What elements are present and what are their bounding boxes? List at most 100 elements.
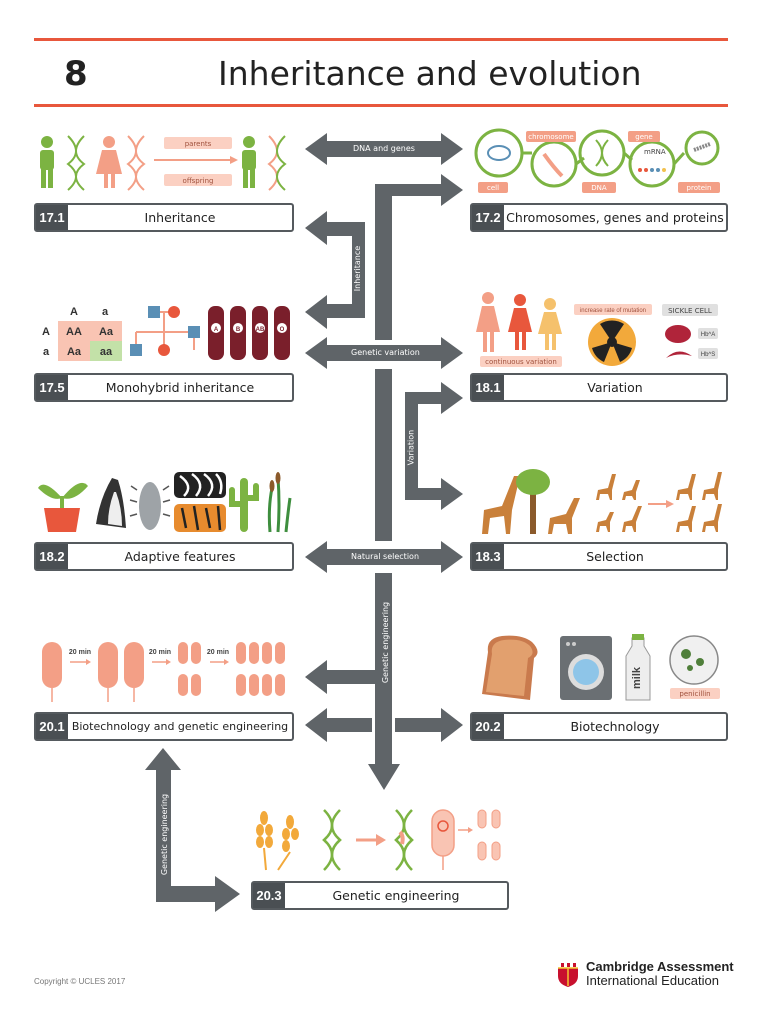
- bacterium-icon: [42, 642, 62, 688]
- bacteria-growth-illustration: 20 min 20 min 20 min: [42, 642, 285, 702]
- cambridge-shield-icon: [558, 962, 578, 987]
- woodlouse-icon: [139, 482, 161, 530]
- inheritance-illustration: parents offspring: [40, 135, 287, 191]
- label-variation: Variation: [406, 429, 416, 466]
- topic-17-1[interactable]: 17.1 Inheritance: [34, 203, 294, 232]
- mutation-label: increase rate of mutation: [580, 308, 646, 314]
- milk-label: milk: [631, 666, 643, 689]
- arrow-trunk-down: [368, 573, 400, 790]
- arrow-variation: [405, 382, 463, 510]
- blood-tube-label: AB: [256, 327, 265, 333]
- cambridge-logo: Cambridge Assessment International Educa…: [556, 960, 734, 988]
- continuous-variation-label: continuous variation: [485, 358, 557, 366]
- arrow-20-1-20-3: [145, 748, 240, 912]
- biotechnology-illustration: milk penicillin: [482, 634, 720, 701]
- wheat-icon: [256, 811, 299, 852]
- modified-bacterium-icon: [431, 809, 455, 857]
- header-rule: [34, 104, 728, 107]
- gene-label: gene: [635, 133, 653, 141]
- topic-label: Inheritance: [144, 210, 216, 225]
- punnett-aa: aa: [100, 346, 113, 358]
- topic-label: Genetic engineering: [332, 888, 460, 903]
- topic-18-2[interactable]: 18.2 Adaptive features: [34, 542, 294, 571]
- punnett-col-A: A: [70, 306, 78, 318]
- topic-number: 18.2: [36, 544, 68, 569]
- topic-20-3[interactable]: 20.3 Genetic engineering: [251, 881, 509, 910]
- topic-17-5[interactable]: 17.5 Monohybrid inheritance: [34, 373, 294, 402]
- label-genetic-engineering-main: Genetic engineering: [381, 601, 391, 684]
- tiger-pattern-icon: [174, 504, 226, 532]
- hbs-label: Hb^S: [701, 352, 716, 358]
- topic-20-2[interactable]: 20.2 Biotechnology: [470, 712, 728, 741]
- label-natural-selection: Natural selection: [351, 552, 420, 561]
- arrow-natural-selection: [305, 541, 463, 573]
- hba-label: Hb^A: [701, 332, 716, 338]
- org-name-line2: International Education: [586, 973, 719, 988]
- label-dna-genes: DNA and genes: [353, 144, 415, 153]
- punnett-col-a: a: [102, 306, 109, 318]
- topic-number: 20.3: [253, 883, 285, 908]
- topic-label: Selection: [586, 549, 644, 564]
- punnett-row-a: a: [43, 346, 50, 358]
- topic-18-3[interactable]: 18.3 Selection: [470, 542, 728, 571]
- arrow-to-20-2: [395, 708, 463, 742]
- label-inheritance: Inheritance: [353, 245, 363, 292]
- time-label-1: 20 min: [69, 649, 91, 656]
- plant-pot-icon: [44, 508, 80, 532]
- topic-20-1[interactable]: 20.1 Biotechnology and genetic engineeri…: [34, 712, 294, 741]
- chromosomes-illustration: chromosome gene mRNA cell DNA protein: [474, 128, 720, 193]
- top-rule: [34, 38, 728, 41]
- punnett-Aa-1: Aa: [99, 326, 114, 338]
- topic-label: Biotechnology and genetic engineering: [71, 720, 289, 733]
- time-label-3: 20 min: [207, 649, 229, 656]
- topic-label: Variation: [587, 380, 643, 395]
- label-genetic-variation: Genetic variation: [351, 348, 420, 357]
- protein-label: protein: [687, 184, 712, 192]
- sickle-cell-label: SICKLE CELL: [668, 307, 712, 315]
- topic-label: Adaptive features: [124, 549, 236, 564]
- topic-number: 20.2: [472, 714, 504, 739]
- topic-18-1[interactable]: 18.1 Variation: [470, 373, 728, 402]
- giraffe-group-after: [676, 472, 722, 532]
- sickle-cell-icon: [666, 351, 692, 358]
- topic-number: 20.1: [36, 714, 68, 739]
- offspring-label: offspring: [183, 177, 214, 185]
- chapter-title: Inheritance and evolution: [218, 54, 642, 93]
- tree-trunk-icon: [530, 492, 536, 534]
- cell-label: cell: [487, 184, 499, 192]
- arrow-dna-genes: [305, 133, 463, 165]
- chapter-number: 8: [64, 54, 88, 94]
- topic-number: 18.1: [472, 375, 504, 400]
- punnett-Aa-2: Aa: [67, 346, 82, 358]
- parents-label: parents: [185, 140, 212, 148]
- blood-tube-label: O: [280, 327, 285, 333]
- giraffe-short-icon: [548, 498, 580, 534]
- giraffe-group-before: [596, 474, 642, 532]
- topic-label: Chromosomes, genes and proteins: [506, 210, 724, 225]
- trunk-middle: [375, 369, 392, 541]
- copyright-text: Copyright © UCLES 2017: [34, 977, 126, 986]
- arrow-to-20-1-lower: [305, 708, 372, 742]
- arrow-trunk-to-17-2: [375, 174, 463, 340]
- cactus-icon: [240, 478, 248, 532]
- topic-number: 17.2: [472, 205, 504, 230]
- adaptive-features-illustration: [38, 472, 292, 533]
- penicillin-label: penicillin: [679, 690, 710, 698]
- topic-17-2[interactable]: 17.2 Chromosomes, genes and proteins: [470, 203, 728, 232]
- arrow-genetic-variation: [305, 337, 463, 369]
- org-name-line1: Cambridge Assessment: [586, 959, 734, 974]
- variation-illustration: continuous variation increase rate of mu…: [476, 292, 718, 367]
- tree-icon: [516, 469, 550, 495]
- label-genetic-engineering-side: Genetic engineering: [160, 793, 170, 876]
- blood-tube-label: A: [214, 327, 219, 333]
- chromosome-label: chromosome: [528, 133, 573, 141]
- topic-label: Monohybrid inheritance: [105, 380, 255, 395]
- topic-number: 17.1: [36, 205, 68, 230]
- selection-illustration: [482, 469, 722, 534]
- arrow-inheritance: [305, 211, 365, 329]
- arrow-to-20-1-upper: [305, 660, 375, 694]
- punnett-row-A: A: [42, 326, 50, 338]
- dna-label: DNA: [591, 184, 607, 192]
